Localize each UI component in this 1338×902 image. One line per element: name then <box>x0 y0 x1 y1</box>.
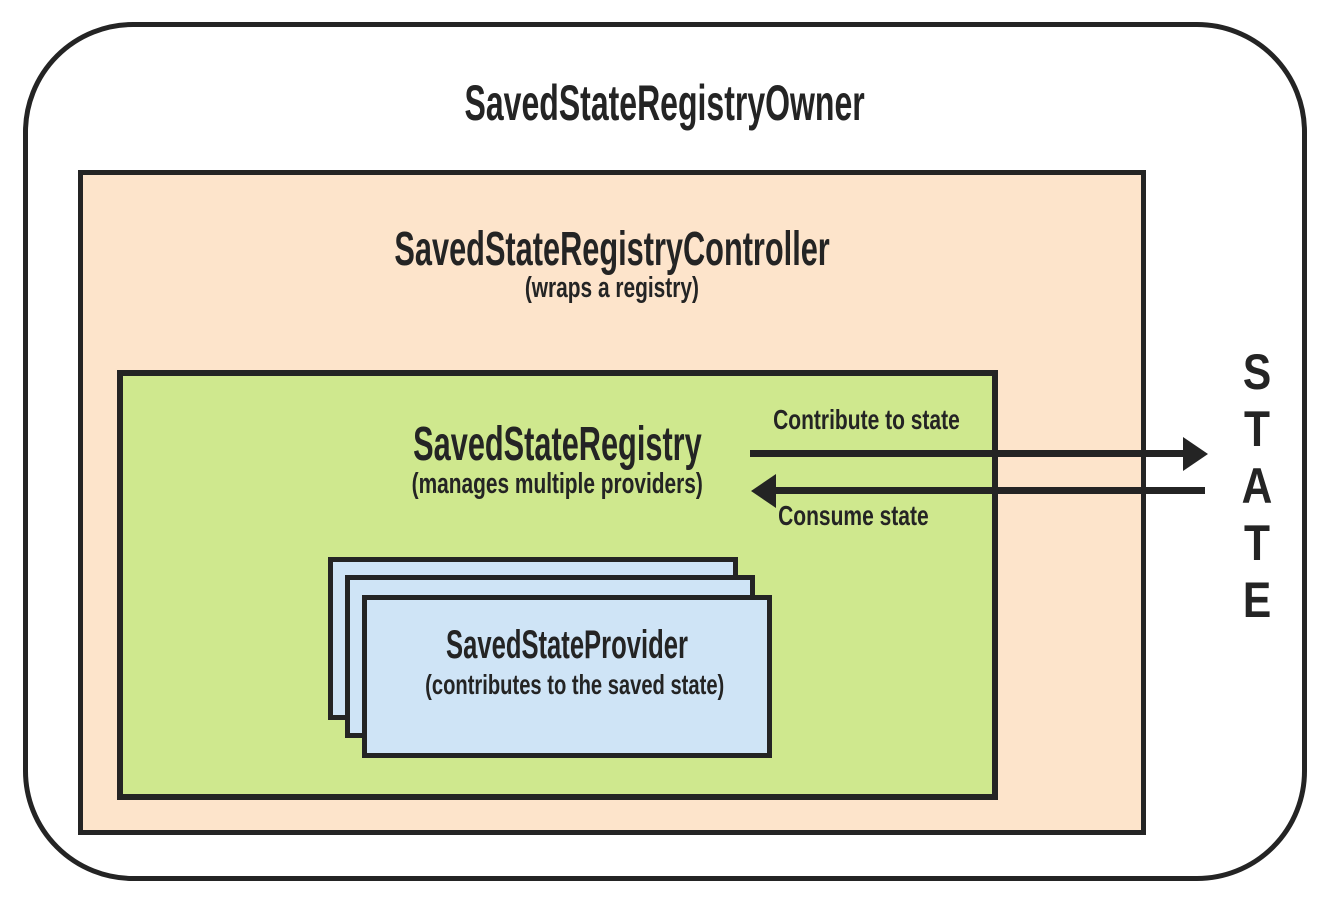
registry-subtitle: (manages multiple providers) <box>123 468 992 500</box>
controller-subtitle: (wraps a registry) <box>83 272 1141 304</box>
provider-subtitle-text: (contributes to the saved state) <box>425 669 725 700</box>
controller-subtitle-text: (wraps a registry) <box>524 272 700 304</box>
provider-subtitle: (contributes to the saved state) <box>367 670 767 700</box>
registry-title: SavedStateRegistry <box>123 420 992 470</box>
controller-title: SavedStateRegistryController <box>83 225 1141 275</box>
consume-state-label: Consume state <box>743 500 963 532</box>
contribute-to-state-label: Contribute to state <box>742 404 962 436</box>
contribute-arrow-line <box>750 450 1187 457</box>
contribute-to-state-label-text: Contribute to state <box>773 404 960 435</box>
provider-title-text: SavedStateProvider <box>446 623 688 667</box>
owner-title-text: SavedStateRegistryOwner <box>464 75 866 131</box>
consume-state-label-text: Consume state <box>777 500 929 531</box>
controller-box: SavedStateRegistryController (wraps a re… <box>78 170 1146 835</box>
provider-card-front: SavedStateProvider (contributes to the s… <box>362 595 772 758</box>
registry-box: SavedStateRegistry (manages multiple pro… <box>117 370 998 800</box>
provider-title: SavedStateProvider <box>367 624 767 666</box>
consume-arrow-line <box>775 487 1205 494</box>
registry-title-text: SavedStateRegistry <box>413 418 702 471</box>
owner-box: SavedStateRegistryOwner SavedStateRegist… <box>23 22 1307 881</box>
controller-title-text: SavedStateRegistryController <box>394 223 830 276</box>
owner-title: SavedStateRegistryOwner <box>28 77 1302 129</box>
contribute-arrow-right-icon <box>1183 437 1208 471</box>
consume-arrow-left-icon <box>751 474 776 508</box>
registry-subtitle-text: (manages multiple providers) <box>411 468 704 500</box>
